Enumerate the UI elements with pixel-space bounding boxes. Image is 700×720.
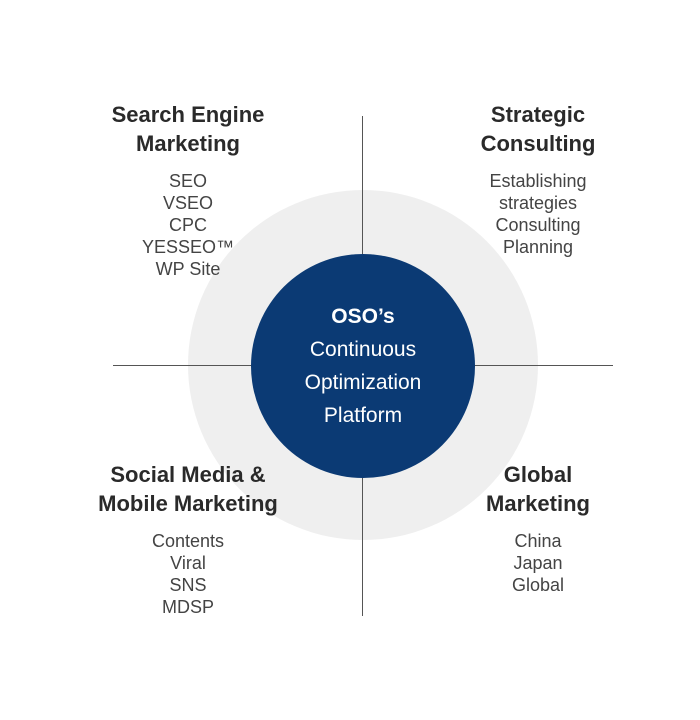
center-line: Platform bbox=[323, 404, 403, 427]
quadrant-title-line: Consulting bbox=[480, 131, 596, 156]
list-item: Japan bbox=[513, 553, 563, 573]
quadrant-title: Search Engine Marketing bbox=[58, 100, 318, 158]
list-item: YESSEO™ bbox=[141, 237, 235, 257]
quadrant-item-list: Establishing strategies Consulting Plann… bbox=[408, 170, 668, 258]
quadrant-title-line: Social Media & bbox=[110, 462, 266, 487]
list-item: strategies bbox=[498, 193, 578, 213]
list-item: SNS bbox=[169, 575, 207, 595]
list-item: VSEO bbox=[162, 193, 214, 213]
quadrant-title-line: Global bbox=[503, 462, 573, 487]
list-item: SEO bbox=[168, 171, 207, 191]
quadrant-title: Strategic Consulting bbox=[408, 100, 668, 158]
quadrant-title-line: Mobile Marketing bbox=[98, 491, 278, 516]
list-item: Viral bbox=[170, 553, 206, 573]
list-item: Consulting bbox=[495, 215, 581, 235]
center-title: OSO’s bbox=[331, 305, 395, 328]
quadrant-title-line: Marketing bbox=[486, 491, 590, 516]
list-item: Establishing bbox=[489, 171, 587, 191]
list-item: WP Site bbox=[155, 259, 221, 279]
quadrant-title: Social Media & Mobile Marketing bbox=[58, 460, 318, 518]
quadrant-social-media-mobile-marketing: Social Media & Mobile Marketing Contents… bbox=[58, 460, 318, 618]
quadrant-title-line: Strategic bbox=[490, 102, 586, 127]
quadrant-search-engine-marketing: Search Engine Marketing SEO VSEO CPC YES… bbox=[58, 100, 318, 280]
list-item: Planning bbox=[502, 237, 574, 257]
center-line: Continuous bbox=[309, 338, 417, 361]
quadrant-item-list: Contents Viral SNS MDSP bbox=[58, 530, 318, 618]
quadrant-title-line: Marketing bbox=[136, 131, 240, 156]
list-item: Global bbox=[511, 575, 565, 595]
quadrant-item-list: SEO VSEO CPC YESSEO™ WP Site bbox=[58, 170, 318, 280]
list-item: China bbox=[514, 531, 562, 551]
quadrant-strategic-consulting: Strategic Consulting Establishing strate… bbox=[408, 100, 668, 258]
quadrant-global-marketing: Global Marketing China Japan Global bbox=[408, 460, 668, 596]
list-item: MDSP bbox=[161, 597, 214, 617]
list-item: CPC bbox=[168, 215, 207, 235]
quadrant-title: Global Marketing bbox=[408, 460, 668, 518]
quadrant-title-line: Search Engine bbox=[111, 102, 265, 127]
quadrant-item-list: China Japan Global bbox=[408, 530, 668, 596]
list-item: Contents bbox=[151, 531, 225, 551]
center-line: Optimization bbox=[304, 371, 422, 394]
center-circle: OSO’s Continuous Optimization Platform bbox=[251, 254, 475, 478]
